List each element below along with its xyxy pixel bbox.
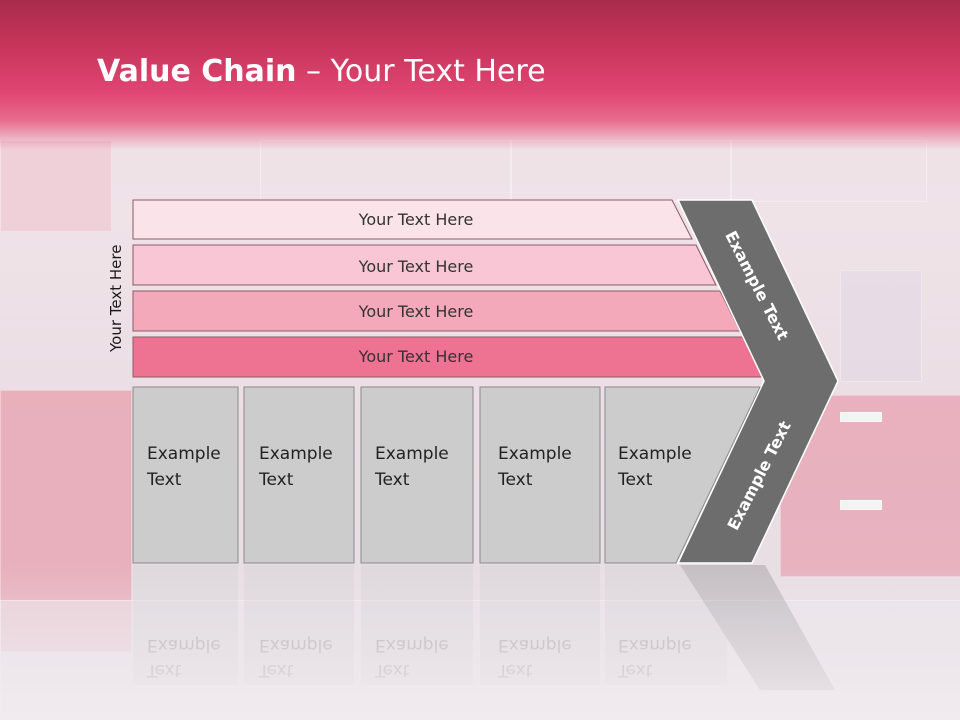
- box-reflection-text: Example: [498, 635, 572, 655]
- box-reflection-text: Example: [375, 635, 449, 655]
- box-reflection-text: Example: [259, 635, 333, 655]
- drawer-handle: [840, 500, 882, 510]
- side-label: Your Text Here: [107, 245, 125, 353]
- diagram-reflection: Example Text Example Text Example Text E…: [133, 565, 835, 690]
- row-label-1: Your Text Here: [358, 210, 474, 229]
- box-reflection-text: Text: [617, 660, 653, 680]
- title-rest: – Your Text Here: [296, 54, 546, 89]
- box-reflection-text: Text: [146, 660, 182, 680]
- box-reflection-text: Example: [618, 635, 692, 655]
- wall-tiles: [840, 270, 922, 382]
- activity-box-4: [479, 386, 601, 564]
- box-4-line-2: Text: [497, 470, 533, 490]
- activity-box-5: [604, 386, 761, 564]
- activity-box-1: [132, 386, 239, 564]
- row-band-2: [132, 244, 717, 286]
- box-reflection-text: Text: [497, 660, 533, 680]
- box-1-line-1: Example: [147, 444, 221, 464]
- row-label-2: Your Text Here: [358, 257, 474, 276]
- box-4-line-1: Example: [498, 444, 572, 464]
- slide-title: Value Chain – Your Text Here: [97, 54, 546, 89]
- row-label-3: Your Text Here: [358, 302, 474, 321]
- box-2-line-1: Example: [259, 444, 333, 464]
- box-5-line-1: Example: [618, 444, 692, 464]
- box-1-line-2: Text: [146, 470, 182, 490]
- box-reflection-text: Example: [147, 635, 221, 655]
- header-band: [0, 0, 960, 150]
- box-reflection-text: Text: [258, 660, 294, 680]
- drawer-handle: [840, 412, 882, 422]
- box-3-line-1: Example: [375, 444, 449, 464]
- row-band-1: [132, 199, 693, 240]
- activity-box-3: [360, 386, 474, 564]
- box-3-line-2: Text: [374, 470, 410, 490]
- box-reflection-text: Text: [374, 660, 410, 680]
- box-5-line-2: Text: [617, 470, 653, 490]
- title-bold: Value Chain: [97, 54, 297, 89]
- box-2-line-2: Text: [258, 470, 294, 490]
- chevron-arrow: [676, 199, 839, 564]
- activity-box-2: [243, 386, 355, 564]
- row-label-4: Your Text Here: [358, 347, 474, 366]
